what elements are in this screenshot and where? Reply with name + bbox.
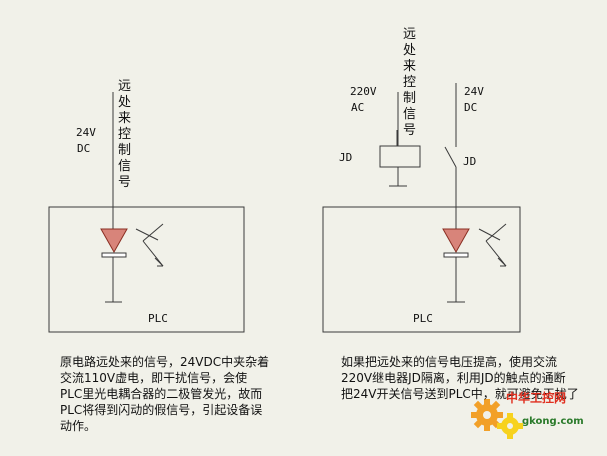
left-caption-line-1: 原电路远处来的信号，24VDC中夹杂着 — [60, 355, 270, 369]
contact-label: JD — [463, 155, 476, 168]
left-caption-line-5: 动作。 — [60, 419, 97, 433]
right-caption-line-3: 把24V开关信号送到PLC中，就可避免干扰了 — [341, 387, 579, 401]
watermark-chinese: 中华工控网 — [506, 391, 567, 405]
right-signal-char-5: 制 — [403, 91, 416, 106]
left-signal-char-5: 制 — [118, 143, 131, 158]
right-diode-icon — [442, 228, 470, 254]
right-caption: 如果把远处来的信号电压提高，使用交流 220V继电器JD隔离，利用JD的触点的通… — [341, 354, 579, 402]
right-dc-voltage-type: DC — [464, 101, 477, 114]
right-caption-line-1: 如果把远处来的信号电压提高，使用交流 — [341, 355, 558, 369]
contact-switch-icon — [444, 146, 457, 168]
left-signal-char-6: 信 — [118, 159, 131, 174]
right-signal-char-3: 来 — [403, 59, 416, 74]
relay-label: JD — [339, 151, 352, 164]
right-signal-char-2: 处 — [403, 43, 416, 58]
right-signal-char-6: 信 — [403, 107, 416, 122]
right-caption-line-2: 220V继电器JD隔离，利用JD的触点的通断 — [341, 371, 566, 385]
left-voltage-value: 24V — [76, 126, 96, 139]
right-circuit — [322, 83, 521, 333]
right-plc-box — [322, 206, 521, 333]
right-ac-voltage-type: AC — [351, 101, 364, 114]
left-caption-line-2: 交流110V虚电，即干扰信号，会使 — [60, 371, 248, 385]
left-signal-char-3: 来 — [118, 111, 131, 126]
right-signal-char-7: 号 — [403, 123, 416, 138]
left-signal-char-1: 远 — [118, 79, 131, 94]
relay-coil-icon — [379, 145, 421, 168]
right-phototransistor-icon — [478, 223, 507, 267]
left-phototransistor-icon — [135, 223, 164, 267]
left-signal-char-4: 控 — [118, 127, 131, 142]
left-diode-icon — [100, 228, 128, 254]
right-signal-char-1: 远 — [403, 27, 416, 42]
watermark-domain: gkong.com — [522, 416, 584, 427]
left-signal-char-7: 号 — [118, 175, 131, 190]
right-dc-voltage-value: 24V — [464, 85, 484, 98]
right-signal-char-4: 控 — [403, 75, 416, 90]
right-ac-voltage-value: 220V — [350, 85, 377, 98]
left-voltage-type: DC — [77, 142, 90, 155]
left-caption: 原电路远处来的信号，24VDC中夹杂着 交流110V虚电，即干扰信号，会使 PL… — [60, 354, 269, 434]
left-caption-line-4: PLC将得到闪动的假信号，引起设备误 — [60, 403, 263, 417]
left-caption-line-3: PLC里光电耦合器的二极管发光，故而 — [60, 387, 263, 401]
left-circuit — [48, 92, 245, 333]
left-signal-char-2: 处 — [118, 95, 131, 110]
left-diode-bar — [101, 252, 127, 258]
gkong-gear-logo-icon — [471, 399, 523, 439]
left-plc-label: PLC — [148, 312, 168, 325]
right-diode-bar — [443, 252, 469, 258]
gkong-watermark: 中华工控网 gkong.com — [474, 386, 607, 456]
left-plc-box — [48, 206, 245, 333]
right-plc-label: PLC — [413, 312, 433, 325]
